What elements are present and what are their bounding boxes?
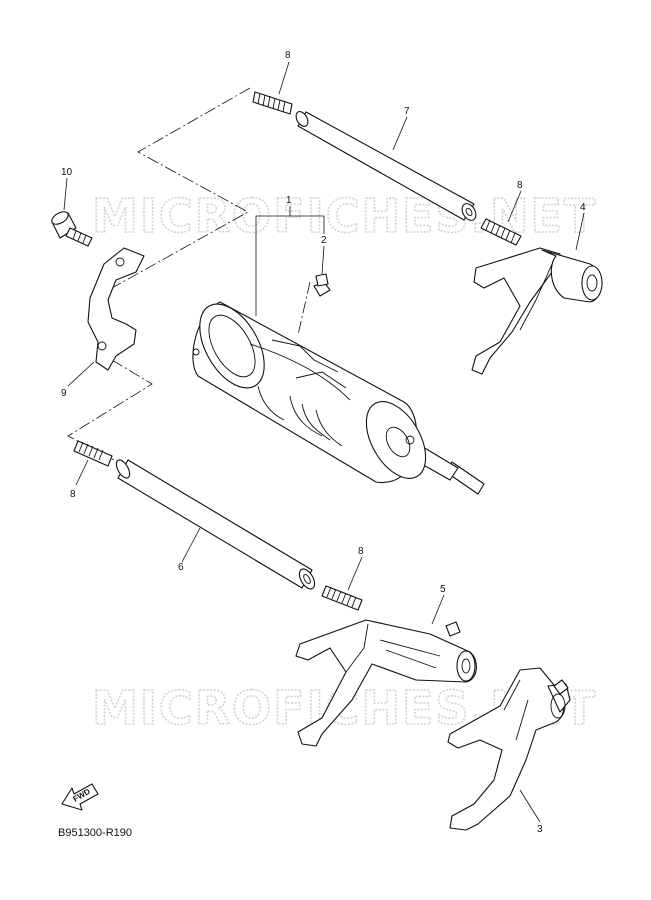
spring-8-lower — [321, 585, 363, 611]
callout-3: 3 — [537, 824, 543, 835]
callout-8-left: 8 — [70, 489, 76, 500]
shift-drum-1 — [192, 301, 485, 495]
callout-1: 1 — [286, 195, 292, 206]
leader-8-top — [278, 61, 290, 95]
diagram-code: B951300-R190 — [58, 827, 132, 839]
callout-5: 5 — [440, 584, 446, 595]
leader-8-right — [507, 190, 522, 223]
leader-9 — [67, 361, 95, 387]
leader-2 — [321, 245, 325, 275]
leader-3 — [519, 789, 541, 823]
shaft-7 — [295, 111, 477, 221]
callout-6: 6 — [178, 562, 184, 573]
pin-2 — [313, 273, 331, 297]
shift-fork-3 — [447, 667, 571, 831]
leader-8-lower — [347, 556, 363, 591]
bolt-10 — [51, 211, 93, 247]
leader-7 — [392, 116, 408, 151]
segment-plate-9 — [87, 247, 145, 371]
callout-8-top: 8 — [285, 50, 291, 61]
callout-8-lower: 8 — [358, 546, 364, 557]
leader-4 — [575, 212, 585, 251]
spring-8-left — [73, 440, 113, 467]
shift-fork-5 — [295, 619, 477, 747]
leader-5 — [431, 594, 445, 625]
shaft-6 — [115, 459, 316, 590]
leader-10 — [63, 177, 68, 211]
fwd-arrow-icon: FWD — [61, 783, 99, 811]
callout-4: 4 — [580, 202, 586, 213]
callout-7: 7 — [404, 106, 410, 117]
callout-8-right: 8 — [517, 180, 523, 191]
assembly-line-pin — [297, 281, 311, 336]
shift-fork-4 — [471, 247, 603, 375]
callout-2: 2 — [321, 235, 327, 246]
leader-8-left — [75, 459, 89, 486]
spring-8-top — [252, 91, 293, 115]
watermark-top: MICROFICHES.NET — [92, 189, 597, 243]
callout-10: 10 — [61, 167, 73, 178]
callout-9: 9 — [61, 388, 67, 399]
spring-8-right — [480, 218, 522, 246]
assembly-line-top — [111, 87, 251, 289]
assembly-line-left — [67, 359, 153, 463]
leader-6 — [181, 527, 201, 563]
